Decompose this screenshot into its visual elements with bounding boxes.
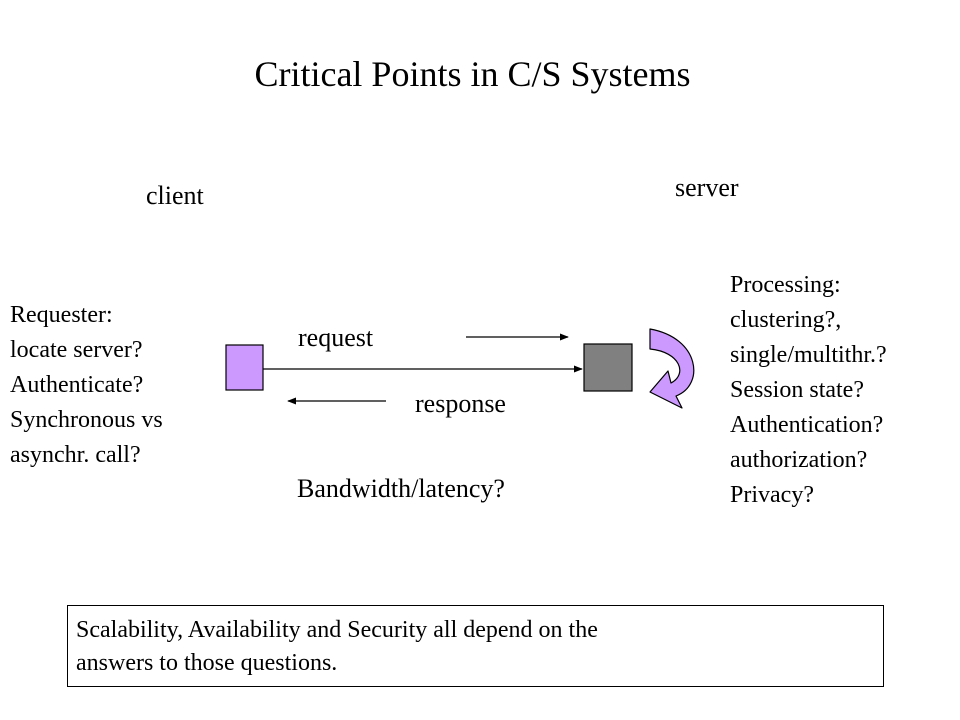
requester-line: locate server? bbox=[10, 337, 143, 363]
processing-line: Session state? bbox=[730, 377, 864, 403]
processing-line: single/multithr.? bbox=[730, 342, 887, 368]
slide-title: Critical Points in C/S Systems bbox=[254, 54, 691, 94]
processing-line: Privacy? bbox=[730, 482, 814, 508]
processing-line: Authentication? bbox=[730, 412, 884, 438]
conclusion-box: Scalability, Availability and Security a… bbox=[67, 605, 884, 687]
requester-line: asynchr. call? bbox=[10, 442, 141, 468]
processing-line: clustering?, bbox=[730, 307, 842, 333]
processing-line: Processing: bbox=[730, 272, 841, 298]
conclusion-line: Scalability, Availability and Security a… bbox=[76, 617, 598, 643]
server-label: server bbox=[675, 173, 739, 202]
requester-line: Authenticate? bbox=[10, 372, 144, 398]
processing-notes: Processing: clustering?, single/multithr… bbox=[730, 268, 887, 513]
requester-line: Requester: bbox=[10, 302, 113, 328]
bandwidth-label: Bandwidth/latency? bbox=[297, 474, 505, 503]
conclusion-line: answers to those questions. bbox=[76, 650, 338, 676]
server-box bbox=[583, 343, 633, 392]
client-label: client bbox=[146, 181, 204, 210]
processing-loop-arrow bbox=[649, 328, 695, 409]
response-label: response bbox=[415, 389, 506, 418]
requester-line: Synchronous vs bbox=[10, 407, 163, 433]
client-box bbox=[225, 344, 264, 391]
requester-notes: Requester: locate server? Authenticate? … bbox=[10, 298, 163, 473]
request-label: request bbox=[298, 323, 374, 352]
processing-line: authorization? bbox=[730, 447, 868, 473]
